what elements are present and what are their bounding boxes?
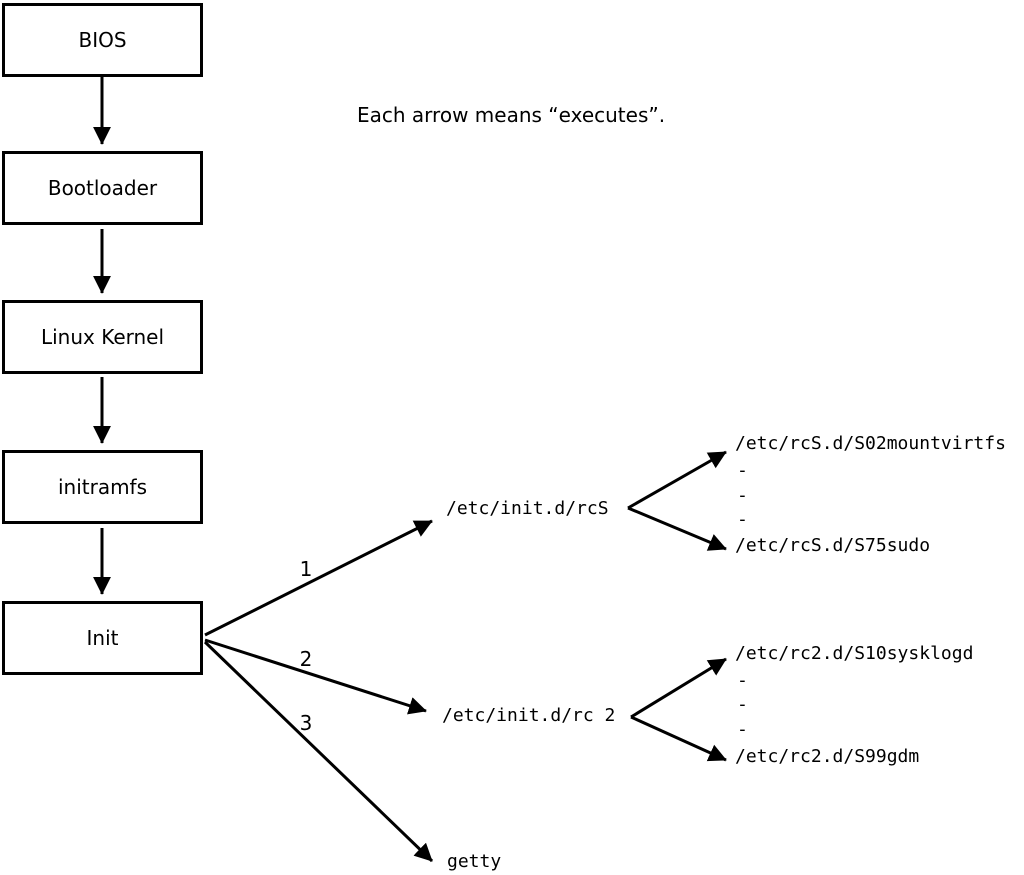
rcS-ellipsis-dash: - xyxy=(737,460,748,481)
node-etc-init-d-rc2: /etc/init.d/rc 2 xyxy=(442,705,616,726)
rc2-ellipsis-dash: - xyxy=(737,670,748,691)
box-bootloader: Bootloader xyxy=(2,151,203,225)
box-initramfs-label: initramfs xyxy=(57,475,148,499)
rc2-ellipsis-dash: - xyxy=(737,719,748,740)
node-rc2-last-script: /etc/rc2.d/S99gdm xyxy=(735,746,920,767)
node-etc-init-d-rcS: /etc/init.d/rcS xyxy=(446,498,609,519)
branch-label-3: 3 xyxy=(299,711,313,735)
box-bios-label: BIOS xyxy=(78,28,127,52)
rc2-ellipsis-dash: - xyxy=(737,694,748,715)
box-initramfs: initramfs xyxy=(2,450,203,524)
node-rc2-first-script: /etc/rc2.d/S10sysklogd xyxy=(735,643,974,664)
box-linux-kernel-label: Linux Kernel xyxy=(40,325,165,349)
arrow-init-to-rcS xyxy=(204,519,433,637)
box-init: Init xyxy=(2,601,203,675)
node-rcS-last-script: /etc/rcS.d/S75sudo xyxy=(735,535,931,556)
node-getty: getty xyxy=(447,851,502,872)
branch-label-1: 1 xyxy=(299,557,313,581)
branch-label-2: 2 xyxy=(299,647,313,671)
diagram-caption: Each arrow means “executes”. xyxy=(357,103,666,127)
arrow-rcS-to-last-script xyxy=(627,506,727,551)
box-linux-kernel: Linux Kernel xyxy=(2,300,203,374)
box-bios: BIOS xyxy=(2,3,203,77)
box-init-label: Init xyxy=(86,626,119,650)
arrow-init-to-rc2 xyxy=(204,638,427,715)
node-rcS-first-script: /etc/rcS.d/S02mountvirtfs xyxy=(735,433,1006,454)
arrow-rc2-to-last-script xyxy=(630,715,727,762)
arrow-init-to-getty xyxy=(203,640,434,863)
arrow-rc2-to-first-script xyxy=(630,657,727,719)
rcS-ellipsis-dash: - xyxy=(737,485,748,506)
box-bootloader-label: Bootloader xyxy=(47,176,158,200)
arrow-rcS-to-first-script xyxy=(627,450,727,510)
rcS-ellipsis-dash: - xyxy=(737,509,748,530)
